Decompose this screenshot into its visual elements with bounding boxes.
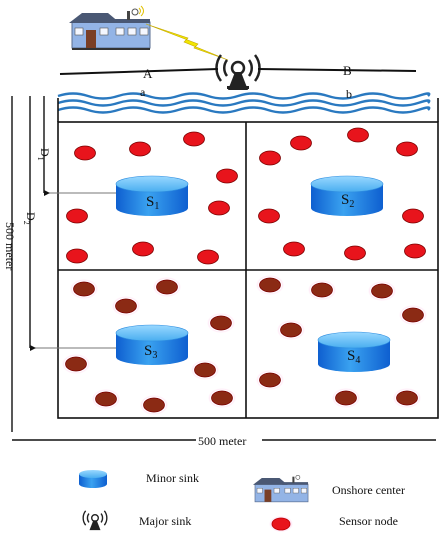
sensor-node-red-10 [290, 135, 312, 151]
legend-minor-sink-icon [79, 470, 107, 488]
sensor-node-brown-6 [92, 389, 120, 409]
label-B: B [343, 63, 352, 78]
minor-sink-3: S3 [115, 324, 189, 365]
sensor-node-red-4 [66, 208, 88, 224]
lightning-icon [145, 23, 229, 61]
sensor-node-red-16 [344, 245, 366, 261]
sensor-node-red-14 [402, 208, 424, 224]
sensor-node-brown-15 [332, 388, 360, 408]
minor-sink-2: S2 [310, 175, 384, 216]
wave-surface [57, 92, 431, 114]
label-a: a [140, 85, 146, 99]
sensor-node-red-8 [197, 249, 219, 265]
sensor-node-brown-7 [140, 395, 168, 415]
house-icon [69, 5, 151, 50]
sensor-node-brown-2 [153, 277, 181, 297]
sensor-node-brown-3 [207, 313, 235, 333]
sensor-node-brown-1 [112, 296, 140, 316]
sensor-node-red-17 [404, 243, 426, 259]
legend-major-sink-label: Major sink [139, 514, 191, 528]
sensor-node-brown-5 [191, 360, 219, 380]
sensor-nodes [62, 127, 427, 415]
legend-base-station-icon [82, 510, 108, 531]
sensor-node-brown-16 [393, 388, 421, 408]
label-b: b [346, 87, 352, 101]
legend-sensor-node-label: Sensor node [339, 514, 398, 528]
legend-sensor-node-icon [269, 516, 293, 532]
minor-sink-4: S4 [317, 331, 391, 372]
sensor-node-brown-9 [256, 275, 284, 295]
sink-label-4: S4 [347, 348, 360, 366]
sink-label-3: S3 [144, 343, 157, 361]
sensor-node-brown-13 [277, 320, 305, 340]
sensor-node-red-13 [258, 208, 280, 224]
sensor-node-red-1 [129, 141, 151, 157]
sensor-node-red-12 [396, 141, 418, 157]
sensor-node-red-0 [74, 145, 96, 161]
sensor-node-red-3 [216, 168, 238, 184]
sensor-node-brown-11 [368, 281, 396, 301]
label-D2: D2 [22, 212, 38, 225]
legend-minor-sink-label: Minor sink [146, 471, 199, 485]
sensor-node-red-2 [183, 131, 205, 147]
sensor-node-red-15 [283, 241, 305, 257]
label-D1: D1 [36, 148, 52, 161]
sensor-node-red-9 [259, 150, 281, 166]
sensor-node-brown-4 [62, 354, 90, 374]
sensor-node-red-5 [208, 200, 230, 216]
legend-house-icon [252, 474, 309, 503]
sensor-node-brown-10 [308, 280, 336, 300]
sensor-node-brown-14 [256, 370, 284, 390]
label-A: A [143, 66, 153, 81]
label-height: 500 meter [3, 222, 17, 270]
sensor-node-brown-0 [70, 279, 98, 299]
sensor-node-brown-12 [399, 305, 427, 325]
sink-label-2: S2 [341, 192, 354, 210]
sensor-node-red-11 [347, 127, 369, 143]
sink-label-1: S1 [146, 194, 159, 212]
base-station-icon [215, 54, 261, 90]
sensor-node-brown-8 [208, 388, 236, 408]
legend-onshore-center-label: Onshore center [332, 483, 405, 497]
minor-sink-1: S1 [115, 175, 189, 216]
label-width: 500 meter [198, 434, 246, 448]
sensor-node-red-6 [66, 248, 88, 264]
dimension-D1 [43, 96, 118, 194]
dimension-D2 [29, 96, 118, 349]
sensor-node-red-7 [132, 241, 154, 257]
legend: Minor sink Major sink Onshore center [79, 470, 405, 532]
